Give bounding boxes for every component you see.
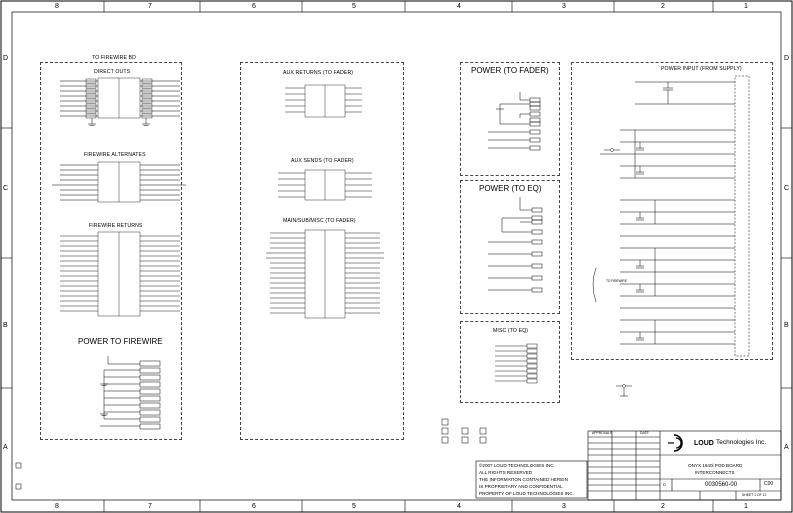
brand-name: LOUD: [694, 440, 714, 447]
power-input-title: POWER INPUT (FROM SUPPLY): [661, 66, 742, 72]
section-power-to-fader: [460, 62, 560, 176]
copyright-line-1: ©2007 LOUD TECHNOLOGIES INC.: [479, 463, 555, 468]
zone-top-1: 1: [744, 3, 748, 10]
zone-bottom-3: 3: [562, 503, 566, 510]
copyright-line-5: PROPERTY OF LOUD TECHNOLOGIES INC.: [479, 491, 574, 496]
zone-right-d: D: [784, 55, 790, 62]
zone-bottom-8: 8: [55, 503, 59, 510]
section-power-to-eq: [460, 180, 560, 314]
firewire-alternates-title: FIREWIRE ALTERNATES: [84, 152, 146, 158]
zone-bottom-1: 1: [744, 503, 748, 510]
section-to-fader: [240, 62, 404, 440]
sheet-size: D: [663, 482, 666, 487]
zone-left-d: D: [3, 55, 9, 62]
zone-top-6: 6: [252, 3, 256, 10]
board-title-2: INTERCONNECTS: [695, 470, 735, 475]
date-label: DATE: [640, 431, 649, 435]
firewire-returns-title: FIREWIRE RETURNS: [89, 223, 143, 229]
zone-right-a: A: [784, 444, 789, 451]
zone-top-8: 8: [55, 3, 59, 10]
power-to-fader-title: POWER (TO FADER): [471, 66, 549, 75]
aux-sends-title: AUX SENDS (TO FADER): [291, 158, 354, 164]
section-to-firewire: [40, 62, 182, 440]
company-name: Technologies Inc.: [716, 439, 767, 446]
copyright-line-3: THE INFORMATION CONTAINED HEREIN: [479, 477, 568, 482]
power-to-firewire-title: POWER TO FIREWIRE: [78, 337, 163, 346]
revision: C00: [764, 481, 774, 487]
zone-right-b: B: [784, 322, 789, 329]
zone-left-c: C: [3, 185, 9, 192]
zone-bottom-6: 6: [252, 503, 256, 510]
zone-right-c: C: [784, 185, 790, 192]
copyright-line-4: IS PROPRIETARY AND CONFIDENTIAL: [479, 484, 563, 489]
zone-top-3: 3: [562, 3, 566, 10]
zone-top-7: 7: [148, 3, 152, 10]
zone-bottom-5: 5: [352, 503, 356, 510]
approvals-label: APPROVALS: [592, 431, 613, 435]
power-to-eq-title: POWER (TO EQ): [479, 184, 542, 193]
zone-left-a: A: [3, 444, 8, 451]
aux-returns-title: AUX RETURNS (TO FADER): [283, 70, 354, 76]
section-power-input: [571, 62, 773, 360]
misc-to-eq-title: MISC (TO EQ): [493, 328, 529, 334]
zone-top-5: 5: [352, 3, 356, 10]
zone-top-4: 4: [457, 3, 461, 10]
board-title-1: ONYX 1640i POD BOARD: [688, 463, 743, 468]
copyright-line-2: ALL RIGHTS RESERVED: [479, 470, 533, 475]
to-firewire-title: TO FIREWIRE BD: [92, 55, 136, 61]
to-firewire-note: TO FIREWIRE: [606, 279, 627, 283]
zone-bottom-4: 4: [457, 503, 461, 510]
main-sub-misc-title: MAIN/SUB/MISC (TO FADER): [283, 218, 356, 224]
zone-top-2: 2: [661, 3, 665, 10]
sheet-count: SHEET 1 OF 12: [742, 493, 767, 497]
section-misc-to-eq: [460, 321, 560, 403]
loud-logo-icon: [668, 434, 683, 452]
zone-left-b: B: [3, 322, 8, 329]
zone-bottom-2: 2: [661, 503, 665, 510]
document-number: 0030560-00: [705, 482, 738, 488]
direct-outs-title: DIRECT OUTS: [94, 69, 131, 75]
zone-bottom-7: 7: [148, 503, 152, 510]
